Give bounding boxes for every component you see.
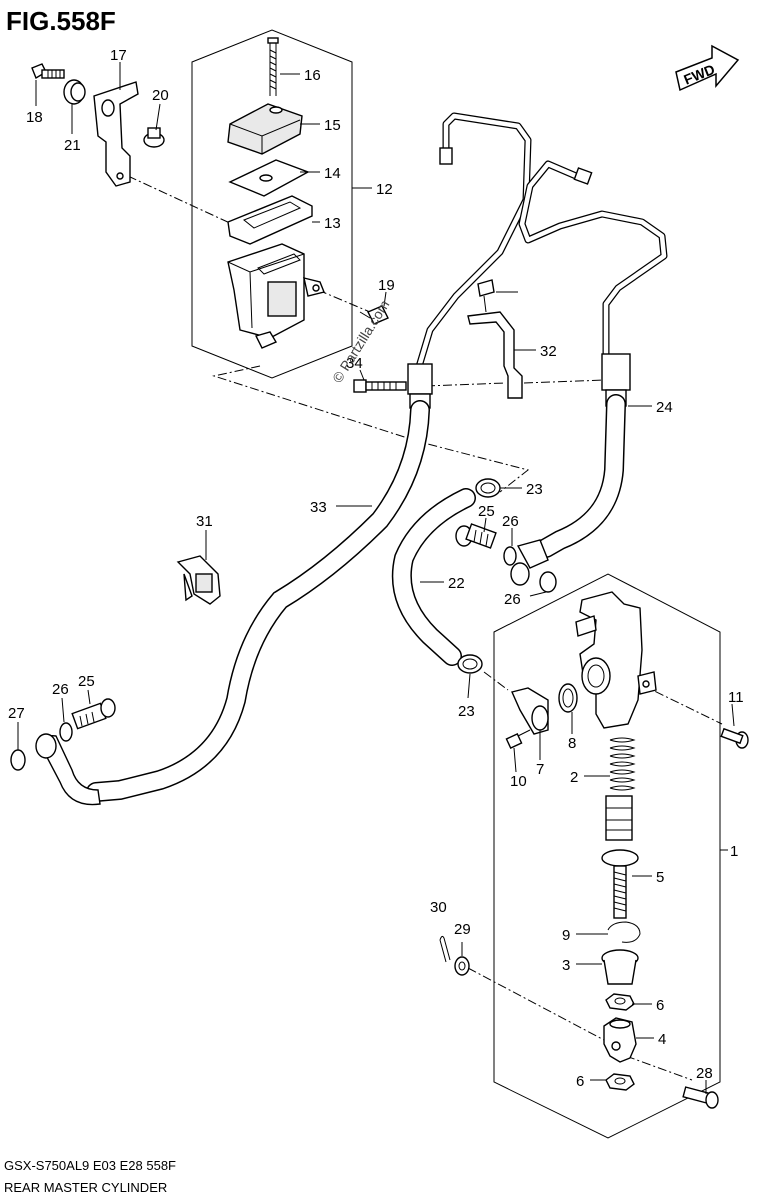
group-box-1 [493, 573, 721, 1139]
figure-title: FIG.558F [6, 6, 116, 36]
hose-joint-right [601, 353, 631, 407]
callout-26-left-b: 27 [8, 705, 25, 722]
callout-15: 15 [324, 117, 341, 134]
group-box-12 [191, 29, 353, 379]
callout-32: 33 [310, 499, 327, 516]
part-17-bracket [93, 81, 139, 187]
part-20-grommet [143, 127, 165, 148]
part-5-push-rod [601, 849, 639, 919]
part-25-banjo-bolt-left [71, 698, 116, 730]
part-26-washer-right-a [503, 546, 517, 566]
part-13-plate [227, 195, 313, 245]
part-18-bolt [31, 63, 65, 80]
part-14-diaphragm [228, 159, 310, 197]
callout-16: 16 [304, 67, 321, 84]
leader-lines [17, 62, 735, 1094]
part-19-bolt [359, 305, 389, 325]
part-30-clamp [176, 555, 221, 605]
part-27-pin [682, 1086, 719, 1109]
part-3-boot [601, 949, 639, 985]
part-23-clip-lower [457, 654, 483, 674]
callout-6-upper: 6 [656, 997, 664, 1014]
part-23-clip-upper [475, 478, 501, 498]
part-9-circlip [607, 921, 641, 943]
part-25-banjo-bolt-right [455, 523, 497, 549]
part-8-o-ring [558, 683, 578, 713]
forward-direction-arrow: FWD [675, 44, 740, 92]
part-12-reservoir-body [227, 243, 325, 349]
part-15-reservoir-cap [227, 103, 303, 155]
callout-17: 17 [110, 47, 127, 64]
callout-3: 3 [562, 957, 570, 974]
callout-22: 22 [448, 575, 465, 592]
callout-19: 19 [378, 277, 395, 294]
part-32-hose [86, 400, 430, 802]
part-2-spring [609, 737, 636, 791]
part-1-master-cylinder-body [575, 591, 657, 729]
part-26-washer-left-a [59, 722, 73, 742]
callout-23-upper: 23 [526, 481, 543, 498]
callout-18: 18 [26, 109, 43, 126]
banjo-fitting-lower-left [35, 733, 101, 806]
part-21-collar [63, 79, 86, 105]
part-26-washer-left-b [10, 749, 26, 771]
callout-13: 13 [324, 215, 341, 232]
callout-25-left: 25 [78, 673, 95, 690]
callout-6-lower: 6 [576, 1073, 584, 1090]
callout-1: 1 [730, 843, 738, 860]
callout-29: 30 [430, 899, 447, 916]
callout-11: 11 [728, 689, 744, 706]
callout-labels: 1 2 3 4 5 6 6 7 8 9 10 11 12 13 14 15 16… [8, 47, 744, 1090]
callout-10: 10 [510, 773, 527, 790]
callout-12: 12 [376, 181, 393, 198]
callout-20: 20 [152, 87, 169, 104]
callout-26-right-a: 26 [502, 513, 519, 530]
callout-28: 29 [454, 921, 471, 938]
part-6-nut-lower [605, 1073, 635, 1091]
part-33-bolt [353, 379, 407, 393]
part-24-hose [536, 394, 626, 558]
part-29-cotter-pin [439, 935, 451, 963]
callout-24: 24 [656, 399, 673, 416]
banjo-fitting-right [510, 539, 549, 586]
fwd-label: FWD [681, 61, 717, 88]
callout-23-lower: 23 [458, 703, 475, 720]
diagram-caption: REAR MASTER CYLINDER [4, 1180, 167, 1195]
part-26-washer-right-b [539, 571, 557, 593]
callout-7: 7 [536, 761, 544, 778]
callout-9: 9 [562, 927, 570, 944]
piston-assembly [605, 795, 633, 841]
callout-26-left-a: 26 [52, 681, 69, 698]
callout-21: 21 [64, 137, 81, 154]
callout-8: 8 [568, 735, 576, 752]
part-31-bracket [467, 311, 523, 399]
callout-26-right-b: 26 [504, 591, 521, 608]
part-4-clevis [603, 1017, 637, 1063]
part-6-nut-upper [605, 993, 635, 1011]
callout-25-right: 25 [478, 503, 495, 520]
callout-31: 32 [540, 343, 557, 360]
callout-2: 2 [570, 769, 578, 786]
part-34-bolt [477, 279, 495, 313]
model-code: GSX-S750AL9 E03 E28 558F [4, 1158, 176, 1173]
callout-5: 5 [656, 869, 664, 886]
callout-14: 14 [324, 165, 341, 182]
callout-4: 4 [658, 1031, 666, 1048]
callout-30: 31 [196, 513, 213, 530]
callout-33: 34 [346, 355, 363, 372]
part-11-screw [720, 727, 749, 749]
part-22-hose [391, 488, 476, 666]
callout-27: 28 [696, 1065, 713, 1082]
part-16-screw [267, 37, 279, 96]
part-10-screw [505, 729, 531, 749]
brake-pipe-upper [414, 112, 668, 372]
part-28-washer [454, 956, 470, 976]
part-7-hose-union [511, 687, 549, 735]
